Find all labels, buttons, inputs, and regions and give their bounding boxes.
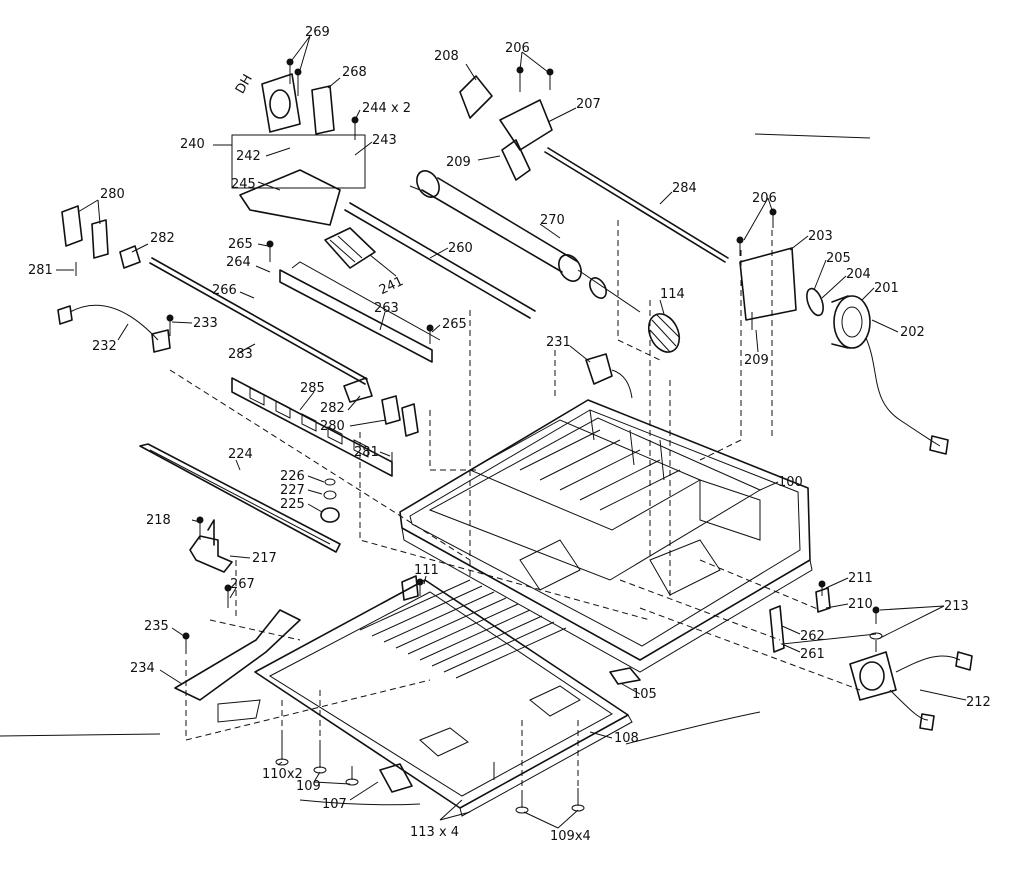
label-245: 245 xyxy=(231,177,256,192)
label-241: 241 xyxy=(377,274,406,298)
label-210: 210 xyxy=(848,597,873,612)
label-107: 107 xyxy=(322,797,347,812)
label-201: 201 xyxy=(874,281,899,296)
label-110x2: 110x2 xyxy=(262,767,303,782)
label-212: 212 xyxy=(966,695,991,710)
label-204: 204 xyxy=(846,267,871,282)
label-207: 207 xyxy=(576,97,601,112)
label-283: 283 xyxy=(228,347,253,362)
label-234: 234 xyxy=(130,661,155,676)
label-268: 268 xyxy=(342,65,367,80)
label-206-upper: 206 xyxy=(505,41,530,56)
label-243: 243 xyxy=(372,133,397,148)
guide-rail-285 xyxy=(231,377,393,477)
label-263: 263 xyxy=(374,301,399,316)
label-105: 105 xyxy=(632,687,657,702)
label-100: 100 xyxy=(778,475,803,490)
label-264: 264 xyxy=(226,255,251,270)
shafts xyxy=(149,147,729,385)
label-111: 111 xyxy=(414,563,439,578)
label-269: 269 xyxy=(305,25,330,40)
bracket-217 xyxy=(189,519,233,573)
label-262: 262 xyxy=(800,629,825,644)
label-202: 202 xyxy=(900,325,925,340)
ribbon-cable-234 xyxy=(174,609,301,723)
label-282-lower: 282 xyxy=(320,401,345,416)
label-244x2: 244 x 2 xyxy=(362,101,411,116)
label-224: 224 xyxy=(228,447,253,462)
motor-212 xyxy=(849,651,973,731)
platen-roller-270 xyxy=(409,170,641,313)
label-281-lower: 281 xyxy=(354,445,379,460)
label-209-lower: 209 xyxy=(744,353,769,368)
label-209-upper: 209 xyxy=(446,155,471,170)
carriage-frame-263 xyxy=(279,261,441,363)
label-dh: DH xyxy=(233,72,256,97)
label-281-upper: 281 xyxy=(28,263,53,278)
label-265-upper: 265 xyxy=(228,237,253,252)
screws xyxy=(75,58,883,814)
label-270: 270 xyxy=(540,213,565,228)
label-227: 227 xyxy=(280,483,305,498)
label-231: 231 xyxy=(546,335,571,350)
label-217: 217 xyxy=(252,551,277,566)
label-235: 235 xyxy=(144,619,169,634)
label-114: 114 xyxy=(660,287,685,302)
label-260: 260 xyxy=(448,241,473,256)
rail-224 xyxy=(139,443,341,553)
small-parts xyxy=(57,75,831,793)
label-242: 242 xyxy=(236,149,261,164)
label-265-lower: 265 xyxy=(442,317,467,332)
print-head-assembly-240 xyxy=(231,73,376,269)
label-109: 109 xyxy=(296,779,321,794)
label-203: 203 xyxy=(808,229,833,244)
label-226: 226 xyxy=(280,469,305,484)
label-113x4: 113 x 4 xyxy=(410,825,459,840)
label-108: 108 xyxy=(614,731,639,746)
label-109x4: 109x4 xyxy=(550,829,591,844)
label-225: 225 xyxy=(280,497,305,512)
leader-lines xyxy=(56,35,967,829)
bracket-231 xyxy=(585,353,633,399)
bottom-plate-108 xyxy=(254,579,633,817)
label-218: 218 xyxy=(146,513,171,528)
label-282-upper: 282 xyxy=(150,231,175,246)
label-205: 205 xyxy=(826,251,851,266)
label-206-lower: 206 xyxy=(752,191,777,206)
chassis-100 xyxy=(399,399,813,673)
label-211: 211 xyxy=(848,571,873,586)
label-261: 261 xyxy=(800,647,825,662)
background-strokes xyxy=(0,133,871,806)
label-266: 266 xyxy=(212,283,237,298)
label-285: 285 xyxy=(300,381,325,396)
assembly-lines xyxy=(169,220,861,792)
label-232: 232 xyxy=(92,339,117,354)
label-284: 284 xyxy=(672,181,697,196)
label-267: 267 xyxy=(230,577,255,592)
part-labels: 269 268 DH 244 x 2 240 243 242 245 241 2… xyxy=(28,25,991,844)
label-280-lower: 280 xyxy=(320,419,345,434)
label-280-upper: 280 xyxy=(100,187,125,202)
label-240: 240 xyxy=(180,137,205,152)
motor-201 xyxy=(739,247,949,455)
label-233: 233 xyxy=(193,316,218,331)
label-208: 208 xyxy=(434,49,459,64)
label-213: 213 xyxy=(944,599,969,614)
knob-114 xyxy=(647,313,681,353)
